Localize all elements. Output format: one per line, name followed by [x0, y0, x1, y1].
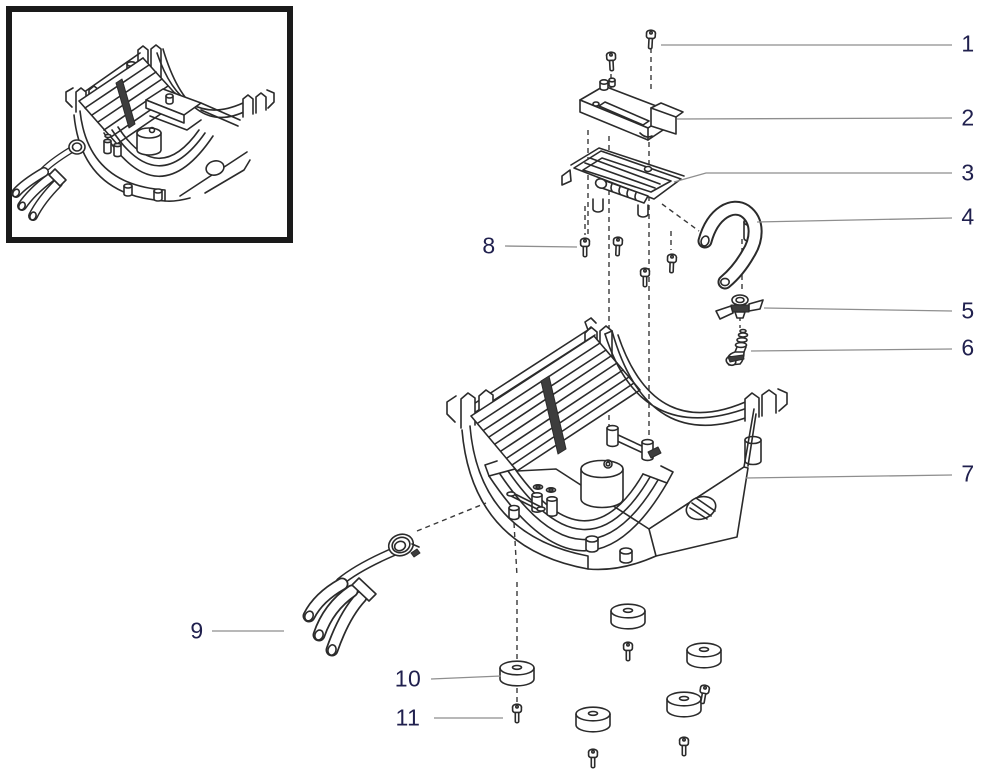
callout-label-10: 10: [394, 665, 422, 692]
part-2-bracket-plate: [579, 77, 684, 141]
part-7-housing: [446, 317, 788, 571]
callout-label-5: 5: [961, 297, 975, 324]
callout-label-7: 7: [961, 460, 975, 487]
part-1-screw: [644, 29, 657, 50]
callout-label-4: 4: [961, 203, 975, 230]
part-8-screws: [579, 236, 678, 288]
part-9-hose: [302, 533, 421, 657]
callout-label-11: 11: [395, 704, 421, 731]
part-3-retainer-tray: [561, 147, 685, 218]
callout-label-2: 2: [961, 104, 975, 131]
callout-label-3: 3: [961, 159, 975, 186]
part-5-wing-nut: [715, 294, 764, 320]
part-10-feet: [499, 603, 722, 733]
inset-border: [6, 6, 293, 243]
callout-label-1: 1: [961, 30, 975, 57]
callout-leader-lines: [212, 44, 953, 719]
assembled-view-inset: [6, 6, 293, 243]
callout-label-9: 9: [190, 617, 204, 644]
bracket-screw: [605, 51, 618, 72]
callout-label-8: 8: [482, 232, 496, 259]
part-6-elbow-fitting: [725, 328, 749, 367]
part-4-handle: [697, 200, 763, 290]
callout-label-6: 6: [961, 334, 975, 361]
